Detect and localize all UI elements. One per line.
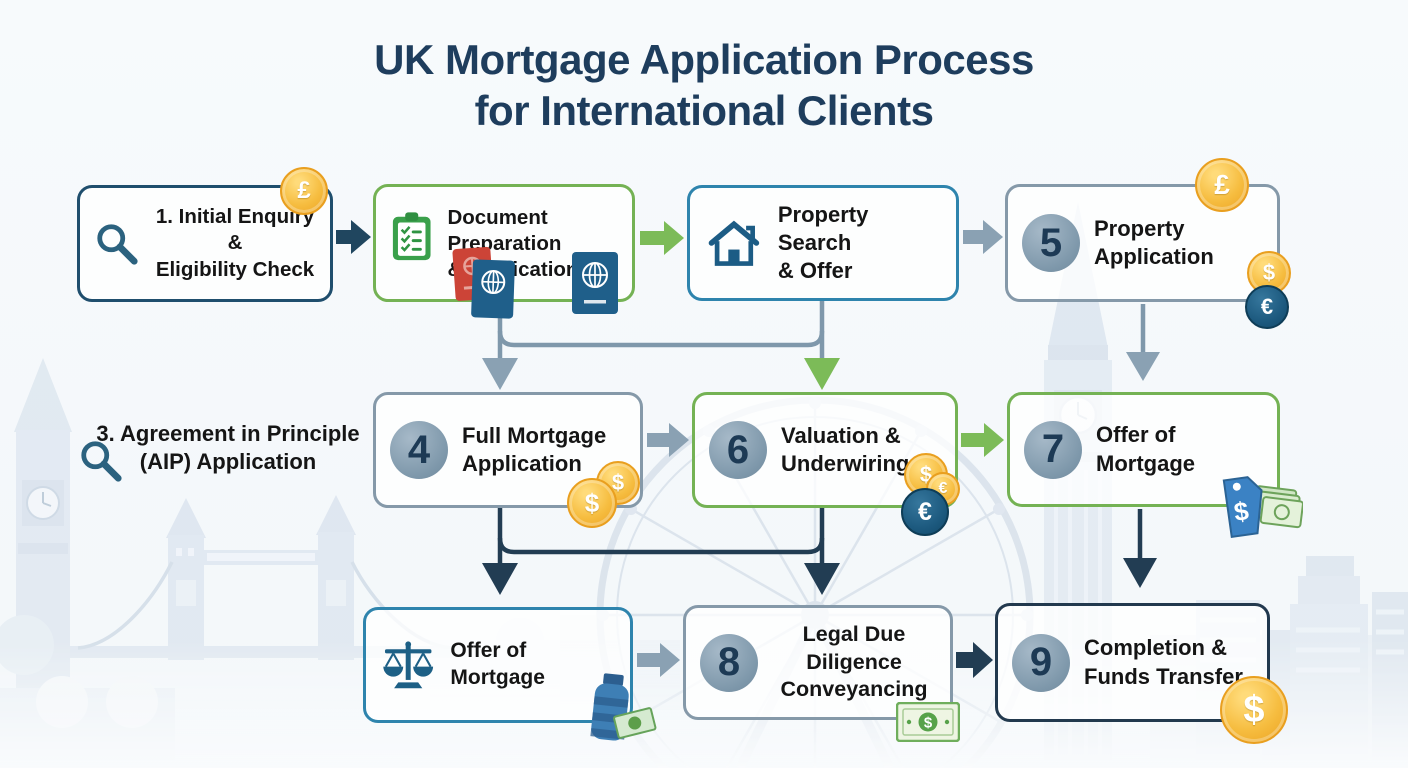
step-number-5: 5 (1022, 214, 1080, 272)
step-label-aip: 3. Agreement in Principle (AIP) Applicat… (96, 421, 360, 475)
step-number-9: 9 (1012, 633, 1070, 692)
arrow-step8-to-step9 (956, 642, 993, 678)
connector-step7-to-step9 (1123, 509, 1157, 588)
banknote-icon: $ (896, 702, 960, 742)
page-title-line2: for International Clients (474, 87, 934, 135)
passports-icon (452, 246, 515, 319)
svg-text:$: $ (1232, 495, 1251, 527)
step-label-initial-enquiry: 1. Initial Enquiry & Eligibility Check (155, 205, 315, 281)
step-number-6: 6 (709, 421, 767, 479)
connector-row2-to-row3 (482, 508, 840, 595)
step-label-valuation: Valuation & Underwiring (781, 422, 910, 476)
page-title: UK Mortgage Application Process for Inte… (0, 34, 1408, 136)
arrow-step3-to-step5 (963, 220, 1003, 254)
arrow-step4-to-step6 (647, 423, 689, 457)
step-box-legal-due-diligence: 8 Legal Due Diligence Conveyancing (683, 605, 953, 720)
step-label-legal-due-diligence: Legal Due Diligence Conveyancing (780, 622, 928, 702)
pound-coin-icon: £ (280, 167, 328, 215)
step-number-4: 4 (390, 421, 448, 479)
passport-icon (572, 252, 618, 314)
step-box-property-search: Property Search & Offer (687, 185, 959, 301)
euro-coin-icon: € (901, 488, 949, 536)
step-box-initial-enquiry: 1. Initial Enquiry & Eligibility Check (77, 185, 333, 302)
pound-coin-icon: £ (1195, 158, 1249, 212)
step-label-offer-of-mortgage: Offer of Mortgage (450, 639, 545, 689)
step-box-offer-of-mortgage-7: 7 Offer of Mortgage (1007, 392, 1280, 507)
step-label-property-search: Property Search & Offer (777, 201, 869, 284)
step-number-7: 7 (1024, 420, 1082, 479)
dollar-coin-icon: $ (1220, 676, 1288, 744)
step-number-8: 8 (700, 633, 758, 692)
step-label-aip-block: 3. Agreement in Principle (AIP) Applicat… (60, 412, 362, 488)
arrow-step1-to-step2 (336, 220, 371, 254)
step-box-offer-of-mortgage: Offer of Mortgage (363, 607, 633, 723)
search-icon (81, 441, 122, 482)
search-icon (97, 223, 138, 265)
step-label-offer-of-mortgage-7: Offer of Mortgage (1096, 422, 1195, 476)
scales-icon (383, 641, 434, 689)
price-tag-icon: $ (1222, 476, 1303, 539)
dollar-coin-icon: $ (567, 478, 617, 528)
step-label-full-application: Full Mortgage Application (462, 422, 607, 476)
step-label-property-application: Property Application (1094, 215, 1214, 269)
connector-row1-to-row2 (482, 301, 840, 390)
arrow-offer-to-step8 (637, 643, 680, 677)
page-title-line1: UK Mortgage Application Process (374, 36, 1034, 83)
euro-coin-icon: € (1245, 285, 1289, 329)
step-label-completion: Completion & Funds Transfer (1084, 635, 1243, 689)
arrow-step2-to-step3 (640, 221, 684, 255)
stamp-and-banknote-icon (590, 673, 657, 741)
svg-text:$: $ (924, 715, 933, 732)
arrow-step6-to-step7 (961, 423, 1004, 457)
checklist-icon (392, 212, 431, 261)
house-icon (708, 220, 760, 266)
connector-step5-to-step7 (1126, 304, 1160, 381)
